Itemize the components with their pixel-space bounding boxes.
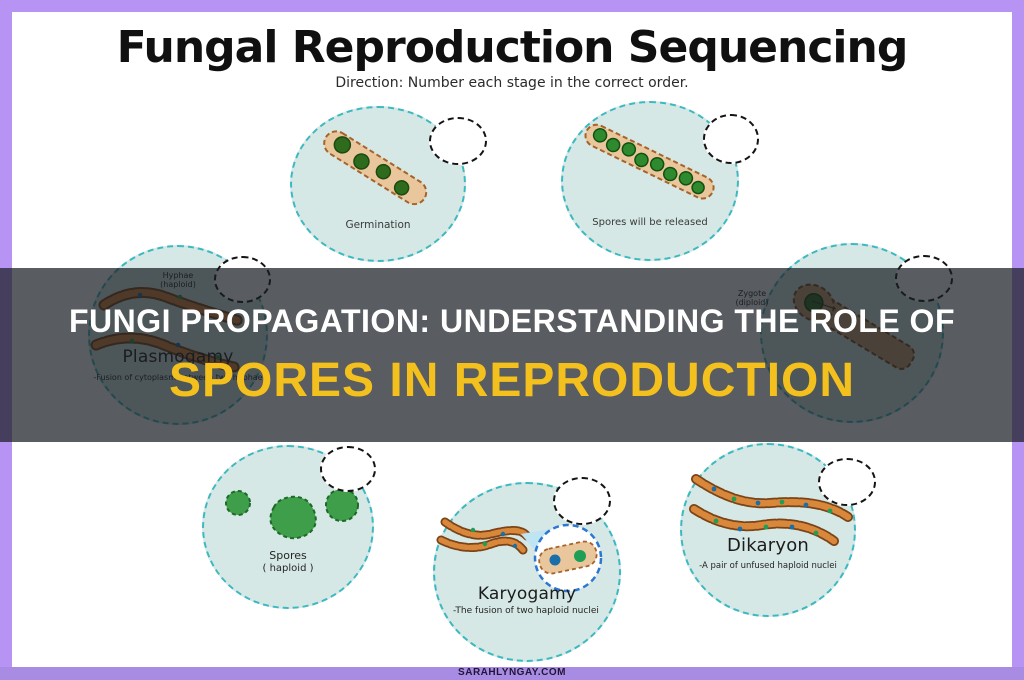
stage-label: Dikaryon: [726, 535, 810, 556]
banner-title-line1: FUNGI PROPAGATION: UNDERSTANDING THE ROL…: [69, 302, 955, 339]
answer-circle-germination[interactable]: [429, 117, 487, 165]
stage-dikaryon: Dikaryon -A pair of unfused haploid nucl…: [680, 443, 876, 617]
stage-sublabel: ( haploid ): [262, 563, 314, 574]
answer-circle-spores[interactable]: [320, 446, 376, 492]
stage-label: Spores: [269, 549, 307, 562]
direction-text: Direction: Number each stage in the corr…: [335, 75, 689, 91]
stage-label: Spores will be released: [592, 217, 708, 228]
stage-karyogamy: Karyogamy -The fusion of two haploid nuc…: [433, 477, 621, 662]
page-title: Fungal Reproduction Sequencing: [116, 22, 909, 73]
stage-definition: -The fusion of two haploid nuclei: [453, 606, 599, 616]
stage-spores: Spores ( haploid ): [202, 445, 376, 609]
answer-circle-dikaryon[interactable]: [818, 458, 876, 506]
karyogamy-fusion-icon: [436, 517, 603, 593]
stage-definition: -A pair of unfused haploid nuclei: [699, 561, 837, 571]
stage-label: Germination: [345, 219, 411, 231]
stage-label: Karyogamy: [477, 584, 577, 604]
banner-title-line2: SPORES IN REPRODUCTION: [168, 353, 856, 407]
overlay-banner: FUNGI PROPAGATION: UNDERSTANDING THE ROL…: [0, 268, 1024, 442]
dikaryon-hyphae-icon: [689, 474, 853, 546]
stage-spores-released: Spores will be released: [561, 101, 759, 261]
spore-blobs-icon: [225, 488, 359, 540]
germination-hypha-icon: [323, 130, 428, 206]
footer-watermark: SARAHLYNGAY.COM: [0, 667, 1024, 680]
answer-circle-spores-released[interactable]: [703, 114, 759, 164]
sporulating-hypha-icon: [584, 123, 715, 200]
stage-germination: Germination: [290, 106, 487, 262]
answer-circle-karyogamy[interactable]: [553, 477, 611, 525]
